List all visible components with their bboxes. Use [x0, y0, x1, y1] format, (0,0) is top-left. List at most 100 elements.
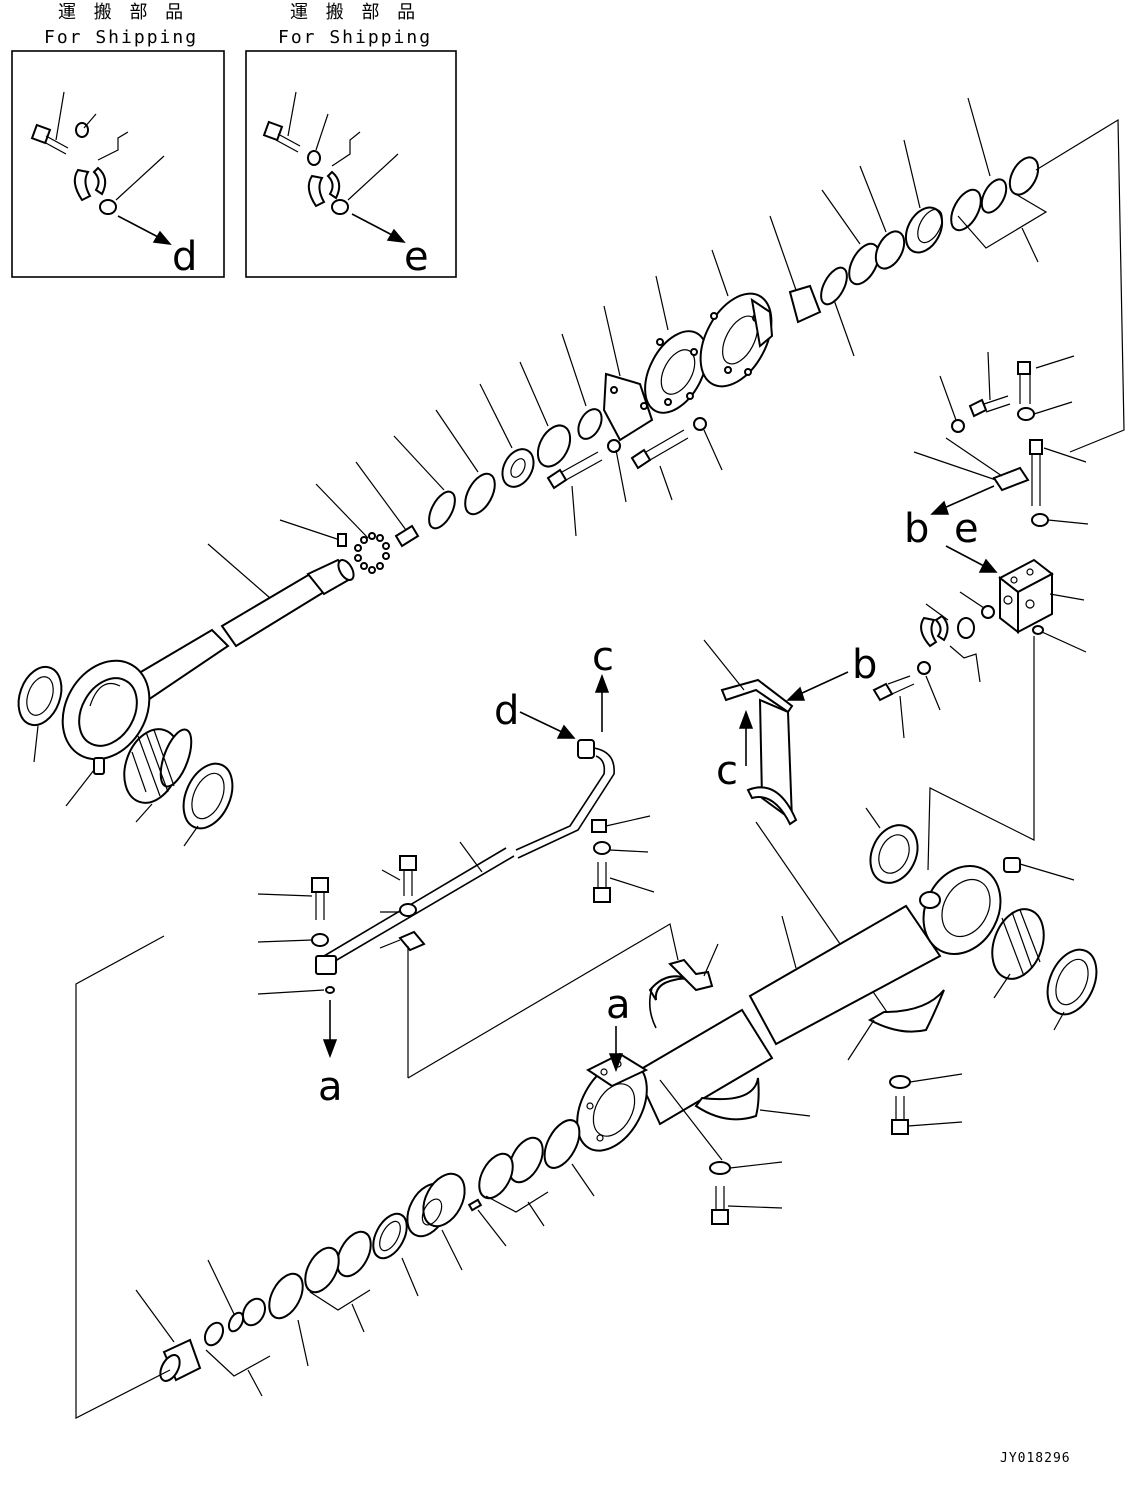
pipe-flange-icon: [577, 739, 595, 759]
shipping-clamp-half-icon: [73, 168, 92, 202]
callout-arrow-d-head: [152, 230, 172, 245]
tube-o-ring-icon: [543, 1119, 581, 1169]
piston-body-icon: [406, 1172, 466, 1238]
head-bolt-icon: [546, 451, 603, 537]
shipping-bolt-icon: [30, 91, 69, 155]
valve-washer-icon: [1017, 407, 1035, 421]
small-seal-ring-icon: [241, 1297, 267, 1327]
head-bushing-icon: [788, 284, 822, 324]
callout-label-b-upper: b: [904, 506, 929, 552]
tube-band-lower-icon: [694, 1077, 760, 1121]
bracket-washer-icon: [951, 419, 965, 433]
callout-label-a-upper: a: [606, 982, 631, 1028]
shipping-box-1-callout-d: d: [172, 234, 197, 280]
shipping-plug-icon-2: [331, 199, 349, 215]
callout-label-d: d: [494, 688, 519, 734]
bracket-bolt-icon: [968, 398, 988, 418]
hydraulic-pipe-assembly: c d: [257, 634, 679, 1110]
callout-arrow-e-head: [386, 228, 406, 243]
piston-wear-ring-icon: [336, 1230, 372, 1278]
pipe-end-flange-icon: [315, 955, 337, 975]
shipping-clamp-half-icon-2: [92, 166, 107, 196]
buffer-ring-icon: [848, 242, 880, 286]
piston-seal-icon: [372, 1212, 408, 1260]
piston-ring-icon: [577, 408, 603, 440]
piston-nut-icon: [501, 448, 535, 488]
callout-label-a-lower: a: [318, 1064, 343, 1110]
dust-wiper-icon: [950, 188, 982, 232]
outer-seal-ring-icon: [1008, 156, 1040, 196]
dust-seal-ring-icon: [17, 665, 63, 727]
valve-block-assembly: b e b: [703, 351, 1089, 1029]
callout-arrow-e-line: [351, 213, 395, 237]
pipe-clamp-washer-icon: [593, 841, 611, 855]
flange-bolt-icon: [630, 429, 689, 501]
clamp-plug-icon: [957, 617, 975, 639]
shipping-box-2-japanese-title: 運 搬 部 品: [290, 2, 421, 23]
lower-band-washer-icon: [709, 1161, 731, 1175]
lower-band-bolt-icon: [711, 1186, 729, 1225]
bottom-grease-fitting-icon: [1003, 857, 1021, 873]
wiper-ring-icon: [980, 178, 1008, 214]
steel-ball-ring-icon: [354, 532, 390, 574]
snap-ring-icon: [820, 266, 848, 306]
shipping-box-1-english-title: For Shipping: [44, 27, 198, 48]
shipping-box-2-callout-e: e: [404, 234, 429, 280]
bottom-grease-port-icon: [919, 891, 941, 909]
callout-arrow-d-line: [117, 215, 161, 239]
shipping-box-2: 運 搬 部 品 For Shipping e: [245, 2, 457, 280]
retaining-ring-icon: [428, 490, 456, 530]
cushion-ring-icon: [268, 1272, 304, 1320]
valve-plug-icon: [1032, 625, 1044, 635]
drawing-code: JY018296: [1000, 1451, 1071, 1466]
rod-bushing-icon: [123, 728, 193, 804]
rod-seal-ring-icon: [182, 762, 234, 830]
pipe-bracket-icon: [720, 678, 798, 826]
clamp-washer-icon: [917, 661, 931, 675]
piston-rod-assembly: [17, 97, 1125, 847]
cylinder-tube-right: [748, 904, 942, 1046]
shipping-box-1-japanese-title: 運 搬 部 品: [58, 2, 189, 23]
callout-label-e-upper: e: [954, 506, 979, 552]
shipping-box-2-english-title: For Shipping: [278, 27, 432, 48]
cylinder-tube-left: [634, 1008, 774, 1126]
shipping-clamp-half-icon-3: [307, 174, 326, 208]
pipe-saddle-clamp-icon: [398, 930, 426, 952]
shipping-washer-icon-2: [307, 150, 321, 166]
band-washer-icon: [889, 1075, 911, 1089]
rod-seal-icon: [904, 206, 944, 254]
valve-block-icon: [998, 558, 1054, 635]
valve-o-ring-icon: [981, 605, 995, 619]
band-bolt-icon: [891, 1096, 909, 1135]
clamp-half-icon-2: [934, 614, 949, 642]
shipping-plug-icon: [99, 199, 117, 215]
clip-bracket-icon: [992, 466, 1030, 492]
detent-pin-icon: [467, 1198, 483, 1212]
shipping-box-1-frame: [11, 50, 225, 278]
callout-arrow-b-head: [930, 500, 950, 515]
shipping-box-2-frame: [245, 50, 457, 278]
small-o-ring-icon: [227, 1311, 245, 1333]
long-bolt-head-icon: [1029, 439, 1043, 455]
rod-cover-flange-icon: [644, 330, 708, 414]
clamp-half-icon: [920, 616, 938, 648]
shipping-box-1: 運 搬 部 品 For Shipping d: [11, 2, 225, 280]
tube-band-right-icon: [867, 989, 945, 1033]
clamp-bolt-upper-icon: [399, 855, 417, 896]
piston-rod-shaft-right: [220, 572, 326, 648]
bottom-dust-seal-icon: [869, 824, 919, 884]
long-bolt-washer-icon: [1031, 513, 1049, 527]
cover-washer-icon: [693, 417, 707, 431]
pipe-clamp-bolt-icon: [593, 862, 611, 903]
clamp-bolt-icon: [872, 675, 915, 739]
backup-ring-icon: [874, 230, 906, 270]
cylinder-tube-assembly: a: [75, 807, 1098, 1419]
cylinder-head-icon: [699, 292, 774, 388]
callout-label-c-lower: c: [716, 748, 738, 794]
callout-label-c-upper: c: [592, 634, 614, 680]
bottom-seal-ring-icon: [1046, 948, 1098, 1016]
bottom-bushing-icon: [991, 908, 1045, 980]
backup-ring-lower-icon-2: [478, 1152, 514, 1200]
pipe-clamp-icon: [591, 819, 607, 833]
